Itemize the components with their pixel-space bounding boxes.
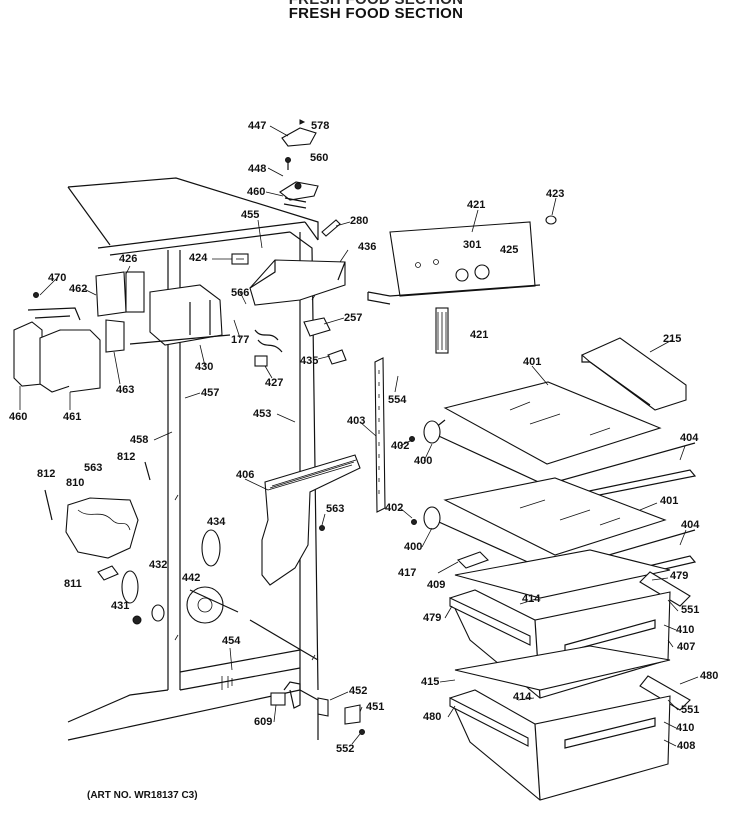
part-label-402-upper: 402	[391, 440, 410, 452]
part-label-410-lower: 410	[676, 722, 695, 734]
part-label-454: 454	[222, 635, 241, 647]
part-label-462: 462	[69, 283, 88, 295]
part-label-404-upper: 404	[680, 432, 699, 444]
control-panel	[367, 215, 557, 354]
top-cover-parts	[279, 119, 319, 209]
part-label-461: 461	[63, 411, 82, 423]
part-label-811: 811	[64, 578, 82, 590]
lower-left-parts	[44, 461, 365, 735]
part-label-431: 431	[111, 600, 130, 612]
part-label-448: 448	[248, 163, 267, 175]
lower-drawer-set	[449, 645, 691, 801]
part-label-414-lower: 414	[513, 691, 532, 703]
part-label-417: 417	[398, 567, 417, 579]
part-label-280: 280	[350, 215, 369, 227]
part-label-415: 415	[421, 676, 440, 688]
part-label-401-upper: 401	[523, 356, 542, 368]
part-label-455: 455	[241, 209, 260, 221]
part-label-460-top: 460	[247, 186, 266, 198]
part-label-470: 470	[48, 272, 67, 284]
part-label-480-right: 480	[700, 670, 719, 682]
part-label-609: 609	[254, 716, 273, 728]
part-label-457: 457	[201, 387, 220, 399]
shelf-rail	[374, 357, 386, 513]
part-label-578: 578	[311, 120, 330, 132]
wiring-parts	[254, 317, 347, 367]
air-duct	[261, 454, 361, 586]
part-label-460-left: 460	[9, 411, 28, 423]
part-label-406: 406	[236, 469, 255, 481]
part-label-452: 452	[349, 685, 368, 697]
part-label-257: 257	[344, 312, 363, 324]
part-label-479-right-upper: 479	[670, 570, 689, 582]
part-label-400-upper: 400	[414, 455, 433, 467]
diagram-title-cropped: FRESH FOOD SECTION	[0, 0, 752, 8]
part-label-430: 430	[195, 361, 214, 373]
part-label-810: 810	[66, 477, 85, 489]
part-label-402-lower: 402	[385, 502, 404, 514]
part-label-410-upper: 410	[676, 624, 695, 636]
cabinet-liner	[67, 177, 319, 741]
part-label-442: 442	[182, 572, 201, 584]
part-label-421-lower: 421	[470, 329, 489, 341]
part-label-425: 425	[500, 244, 519, 256]
part-label-432: 432	[149, 559, 168, 571]
part-label-563-left: 563	[84, 462, 103, 474]
part-label-408: 408	[677, 740, 696, 752]
part-label-401-lower: 401	[660, 495, 679, 507]
part-label-421-top: 421	[467, 199, 486, 211]
glass-shelves	[409, 381, 697, 591]
part-label-409: 409	[427, 579, 446, 591]
part-label-426: 426	[119, 253, 138, 265]
leader-lines	[19, 125, 699, 747]
part-label-554: 554	[388, 394, 407, 406]
part-label-453: 453	[253, 408, 272, 420]
part-label-812-right: 812	[117, 451, 136, 463]
part-label-215: 215	[663, 333, 682, 345]
part-label-427: 427	[265, 377, 284, 389]
dairy-bin	[580, 337, 687, 411]
part-label-436: 436	[358, 241, 377, 253]
part-label-563-right: 563	[326, 503, 345, 515]
art-number: (ART NO. WR18137 C3)	[87, 790, 198, 801]
part-label-479-left: 479	[423, 612, 442, 624]
part-label-414-upper: 414	[522, 593, 541, 605]
control-housing	[231, 219, 346, 306]
part-label-177: 177	[231, 334, 250, 346]
part-label-400-lower: 400	[404, 541, 423, 553]
part-label-434: 434	[207, 516, 226, 528]
part-label-551-lower: 551	[681, 704, 700, 716]
left-components	[13, 271, 231, 393]
part-label-458: 458	[130, 434, 149, 446]
part-label-403: 403	[347, 415, 366, 427]
part-label-451: 451	[366, 701, 385, 713]
part-label-552: 552	[336, 743, 355, 755]
diagram-title: FRESH FOOD SECTION	[288, 5, 464, 22]
part-label-551-upper: 551	[681, 604, 700, 616]
part-label-447: 447	[248, 120, 267, 132]
part-label-301: 301	[463, 239, 482, 251]
part-label-812-left: 812	[37, 468, 56, 480]
part-label-424: 424	[189, 252, 208, 264]
part-label-463: 463	[116, 384, 135, 396]
part-label-404-lower: 404	[681, 519, 700, 531]
part-label-423: 423	[546, 188, 565, 200]
part-label-407: 407	[677, 641, 696, 653]
part-label-480-left: 480	[423, 711, 442, 723]
part-label-560: 560	[310, 152, 329, 164]
part-label-435: 435	[300, 355, 319, 367]
part-label-566: 566	[231, 287, 250, 299]
